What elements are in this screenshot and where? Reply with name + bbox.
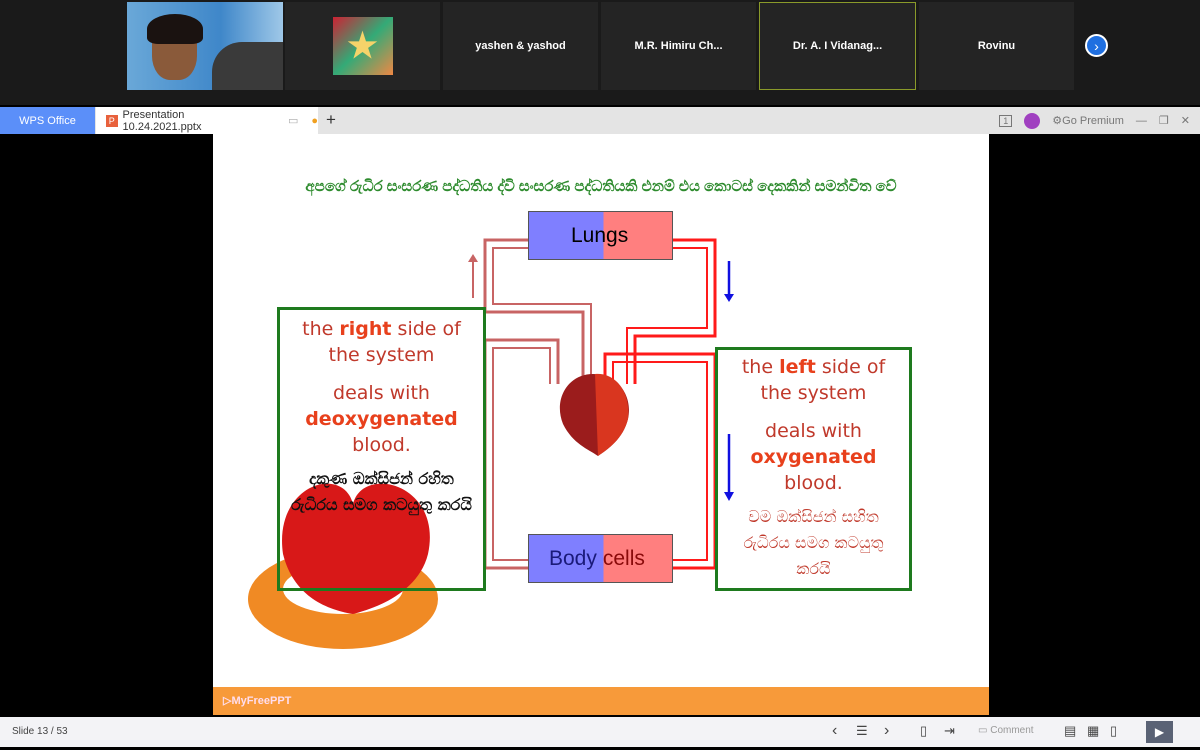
cells-label: cells: [602, 546, 645, 570]
slide-counter: Slide 13 / 53: [12, 726, 68, 737]
list-icon[interactable]: ☰: [856, 723, 868, 738]
participant-name: yashen & yashod: [475, 40, 566, 52]
slide: අපගේ රුධිර සංසරණ පද්ධතිය ද්වි සංසරණ පද්ධ…: [213, 134, 989, 715]
file-tab[interactable]: P Presentation 10.24.2021.pptx ▭ ●: [96, 107, 318, 134]
comment-button[interactable]: ▭ Comment: [978, 725, 1034, 736]
sinhala-text: වම ඔක්සිජන් සහිත රුධිරය සමග කටයුතු කරයි: [743, 507, 884, 578]
heart-icon: [559, 373, 629, 456]
lungs-label: Lungs: [571, 223, 629, 247]
arrow-down-icon: [724, 434, 734, 501]
left-side-box: the left side of the system deals with o…: [715, 347, 912, 591]
new-tab-button[interactable]: +: [326, 110, 336, 129]
participant-name: Dr. A. I Vidanag...: [792, 40, 883, 52]
text: right: [339, 318, 392, 340]
text: oxygenated: [750, 446, 877, 468]
normal-view-icon[interactable]: ▤: [1064, 723, 1077, 738]
body-label: Body: [549, 546, 597, 570]
participant-tile-active[interactable]: Dr. A. I Vidanag...: [759, 2, 916, 90]
premium-button[interactable]: ⚙Go Premium: [1052, 114, 1124, 127]
previous-slide-button[interactable]: ‹: [832, 722, 838, 739]
right-side-box: the right side of the system deals with …: [277, 307, 486, 591]
text: the system: [328, 344, 435, 366]
text: blood.: [784, 472, 843, 494]
participant-tile[interactable]: Rovinu: [919, 2, 1074, 90]
premium-label: Go Premium: [1062, 115, 1124, 127]
file-tab-label: Presentation 10.24.2021.pptx: [122, 108, 202, 133]
participant-tile[interactable]: M.R. Himiru Ch...: [601, 2, 756, 90]
page-badge[interactable]: 1: [999, 114, 1013, 127]
arrow-up-icon: [468, 254, 478, 298]
text: the: [741, 356, 780, 378]
text: deoxygenated: [305, 408, 458, 430]
close-button[interactable]: ✕: [1180, 115, 1190, 127]
next-slide-button[interactable]: ›: [884, 722, 890, 739]
text: deals with: [333, 382, 430, 404]
slide-title: අපගේ රුධිර සංසරණ පද්ධතිය ද්වි සංසරණ පද්ධ…: [305, 178, 897, 195]
avatar[interactable]: [1024, 112, 1041, 129]
play-slideshow-button[interactable]: ▶: [1146, 721, 1173, 743]
unsaved-dot-icon: ●: [311, 114, 318, 127]
export-icon[interactable]: ⇥: [944, 723, 955, 738]
status-bar: Slide 13 / 53 ‹ ☰ › ▯ ⇥ ▭ Comment ▤ ▦ ▯ …: [0, 717, 1200, 747]
monitor-icon: ▭: [287, 115, 299, 127]
participant-video[interactable]: [127, 2, 283, 90]
star-logo-icon: ★: [332, 17, 393, 75]
lungs-box: Lungs: [528, 211, 673, 260]
grid-view-icon[interactable]: ▦: [1087, 723, 1100, 738]
comment-label: Comment: [990, 725, 1034, 736]
text: the system: [760, 382, 867, 404]
presentation-icon: P: [106, 114, 118, 127]
chevron-right-icon[interactable]: ›: [1085, 34, 1108, 57]
reading-view-icon[interactable]: ▯: [1110, 723, 1118, 738]
participant-name: Rovinu: [977, 40, 1016, 52]
text: deals with: [765, 420, 862, 442]
notes-icon[interactable]: ▯: [920, 723, 928, 738]
wps-office-tab[interactable]: WPS Office: [0, 107, 95, 134]
text: the: [302, 318, 340, 340]
restore-button[interactable]: ❐: [1158, 115, 1169, 127]
gear-icon: ⚙: [1052, 115, 1063, 127]
arrow-down-icon: [724, 261, 734, 302]
participant-name: M.R. Himiru Ch...: [634, 40, 723, 52]
minimize-button[interactable]: —: [1135, 114, 1147, 127]
participant-tile[interactable]: yashen & yashod: [443, 2, 598, 90]
tab-bar: WPS Office P Presentation 10.24.2021.pptx…: [0, 107, 1200, 134]
text: blood.: [352, 434, 411, 456]
comment-icon: ▭: [978, 725, 991, 736]
participant-strip: ★ yashen & yashod M.R. Himiru Ch... Dr. …: [0, 0, 1200, 105]
participant-tile[interactable]: ★: [285, 2, 440, 90]
text: left: [779, 356, 816, 378]
text: side of: [815, 356, 886, 378]
text: side of: [391, 318, 461, 340]
sinhala-text: දකුණ ඔක්සිජන් රහිත රුධිරය සමග කටයුතු කරය…: [291, 469, 472, 514]
slide-footer: ▷MyFreePPT: [213, 687, 989, 715]
